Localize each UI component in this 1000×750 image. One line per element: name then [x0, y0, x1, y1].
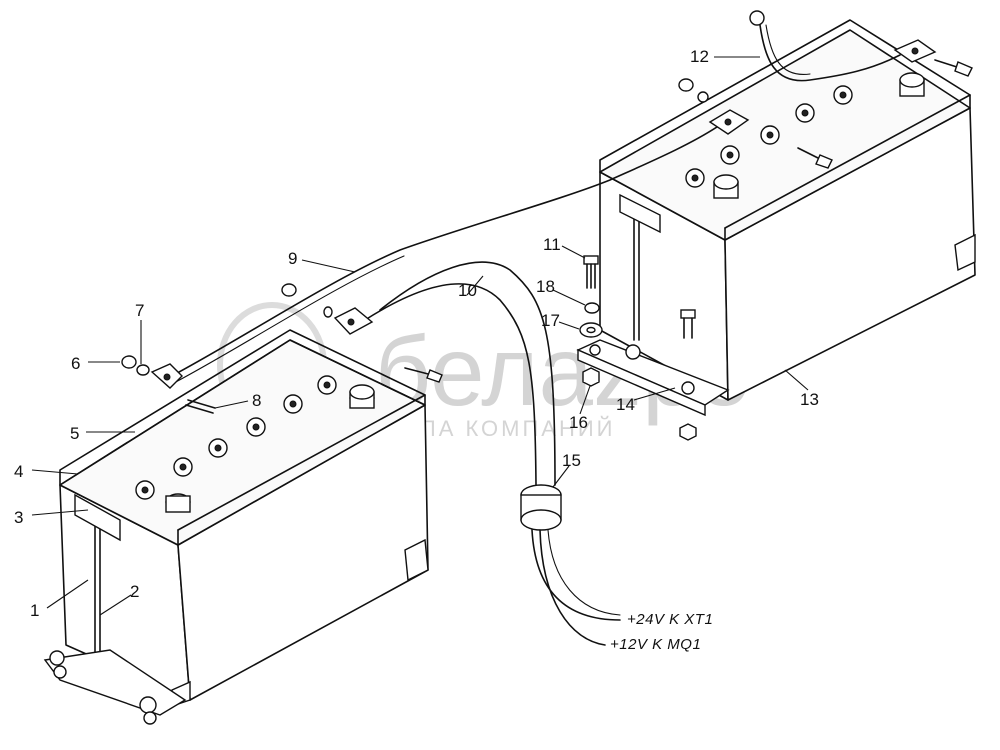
- loose-hardware: [121, 59, 973, 441]
- cable-12: [759, 24, 901, 82]
- washer-7: [136, 364, 150, 376]
- battery-right-terminals: [713, 72, 925, 199]
- callout-18: 18: [536, 277, 555, 296]
- cable-9: [167, 124, 721, 379]
- callout-10: 10: [458, 281, 477, 300]
- wire-plus12: [539, 529, 606, 646]
- callout-9: 9: [288, 249, 297, 268]
- callout-11: 11: [543, 235, 561, 254]
- callout-15: 15: [562, 451, 581, 470]
- callout-5: 5: [70, 424, 79, 443]
- battery-right-rim: [599, 19, 971, 173]
- callout-3: 3: [14, 508, 23, 527]
- callout-16: 16: [569, 413, 588, 432]
- callout-leaders: [31, 56, 809, 616]
- callout-13: 13: [800, 390, 819, 409]
- cable-10: [364, 283, 537, 486]
- callout-6: 6: [71, 354, 80, 373]
- callout-17: 17: [541, 311, 560, 330]
- battery-left: [43, 329, 429, 725]
- callout-7: 7: [135, 301, 144, 320]
- callout-4: 4: [14, 462, 23, 481]
- nut-6: [121, 355, 137, 369]
- battery-left-foot: [404, 538, 429, 582]
- battery-right: [599, 19, 976, 401]
- callout-1: 1: [30, 601, 39, 620]
- battery-left-caps: [135, 375, 337, 500]
- callout-14: 14: [616, 395, 635, 414]
- callouts: 1 2 3 4 5 6 7 8 9 10 11 12 13 14 15 16 1…: [14, 47, 819, 620]
- battery-right-caps: [685, 85, 853, 188]
- wire-plus24: [531, 529, 621, 621]
- wire-label-plus12: +12V K MQ1: [610, 636, 701, 653]
- bracket-14: [576, 339, 730, 417]
- callout-12: 12: [690, 47, 709, 66]
- callout-8: 8: [252, 391, 261, 410]
- wire-label-plus24: +24V K XT1: [627, 611, 713, 628]
- cables: [150, 10, 937, 646]
- callout-2: 2: [130, 582, 139, 601]
- battery-left-terminals: [165, 384, 375, 513]
